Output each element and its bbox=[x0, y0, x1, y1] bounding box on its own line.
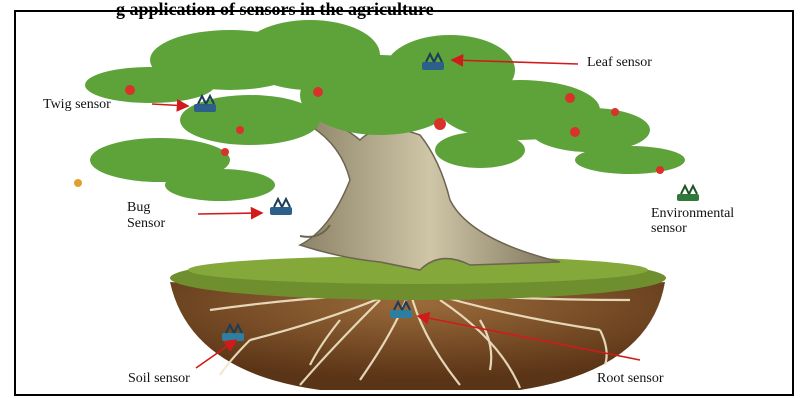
twig-sensor-label: Twig sensor bbox=[43, 97, 111, 113]
environmental-sensor-label-line1: Environmental bbox=[651, 206, 734, 222]
soil-sensor-label: Soil sensor bbox=[128, 371, 190, 387]
leaf-sensor-label: Leaf sensor bbox=[587, 55, 652, 71]
environmental-sensor-icon bbox=[677, 186, 699, 201]
tree-trunk bbox=[300, 119, 560, 270]
bug-sensor-label-line2: Sensor bbox=[127, 216, 165, 232]
bug-sensor-label-line1: Bug bbox=[127, 200, 150, 216]
twig-arrow bbox=[152, 104, 188, 106]
bug-arrow bbox=[198, 213, 262, 214]
bug-sensor-icon bbox=[270, 199, 292, 215]
environmental-sensor-label-line2: sensor bbox=[651, 221, 687, 237]
twig-sensor-icon bbox=[194, 96, 216, 112]
root-sensor-label: Root sensor bbox=[597, 371, 664, 387]
